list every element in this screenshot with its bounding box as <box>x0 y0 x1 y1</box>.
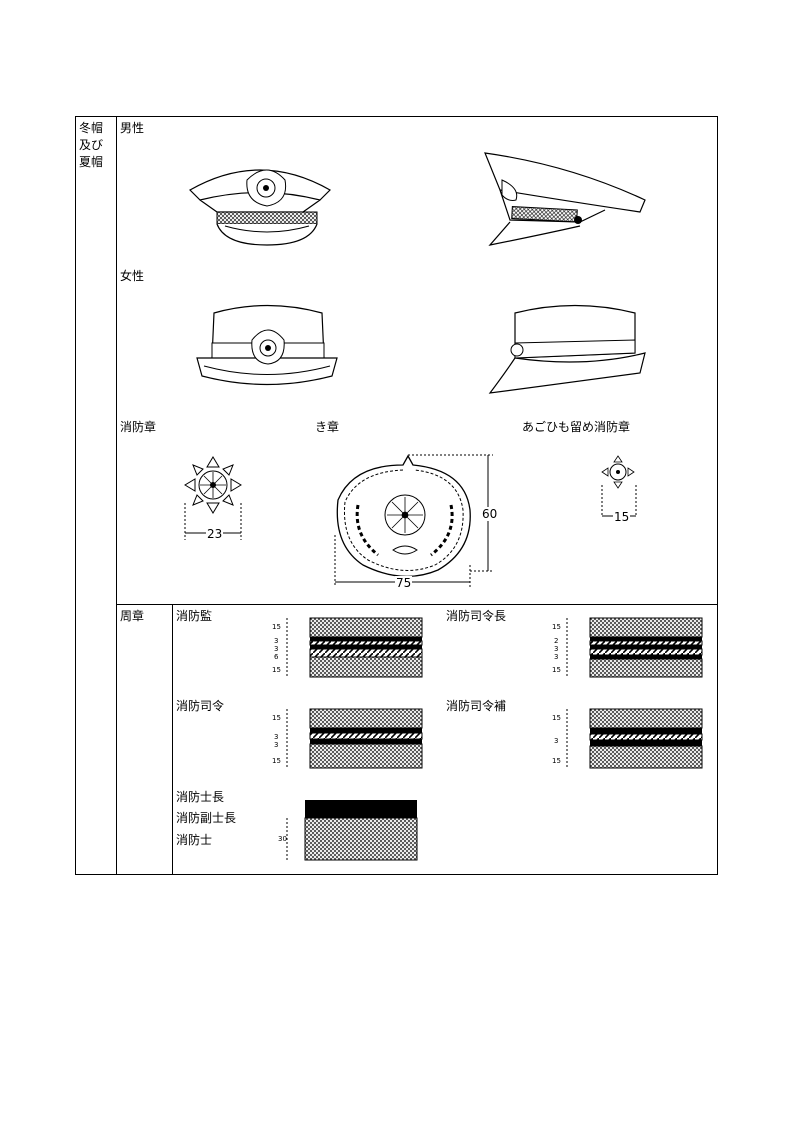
male-cap-side-illustration <box>484 152 646 246</box>
band-shirei-dim-1: 15 <box>272 714 281 722</box>
band-label: 周章 <box>120 609 145 623</box>
shoubousho-width-label: 23 <box>206 527 224 541</box>
female-hat-side-illustration <box>488 304 646 394</box>
band-kantoku-dim-2: 3 <box>274 637 279 645</box>
agohi-width-label: 15 <box>613 510 631 524</box>
rank-label-shichou: 消防士長 <box>176 790 225 804</box>
male-label: 男性 <box>120 121 145 135</box>
female-label: 女性 <box>120 269 145 283</box>
band-shireiho-dim-2: 3 <box>554 737 559 745</box>
kishou-label: き章 <box>315 420 340 434</box>
band-lower-ranks-illustration <box>286 800 418 861</box>
band-shireichou-dim-3: 3 <box>554 645 559 653</box>
kishou-illustration <box>334 454 493 587</box>
band-kantoku-dim-5: 15 <box>272 666 281 674</box>
band-shireichou-illustration <box>566 617 703 678</box>
column-divider <box>116 116 117 875</box>
band-kantoku-dim-3: 3 <box>274 645 279 653</box>
band-kantoku-dim-4: 6 <box>274 653 279 661</box>
rank-label-fukushichou: 消防副士長 <box>176 811 237 825</box>
rank-label-shireichou: 消防司令長 <box>446 609 507 623</box>
uniform-table <box>75 116 718 875</box>
band-kantoku-dim-1: 15 <box>272 623 281 631</box>
band-kantoku-illustration <box>286 617 423 678</box>
band-shireiho-dim-3: 15 <box>552 757 561 765</box>
female-hat-front-illustration <box>196 304 338 386</box>
band-shireichou-dim-2: 2 <box>554 637 559 645</box>
rank-label-shirei: 消防司令 <box>176 699 225 713</box>
band-shirei-dim-2: 3 <box>274 733 279 741</box>
row-header-line3: 夏帽 <box>79 155 104 169</box>
kishou-width-label: 75 <box>395 576 413 590</box>
rank-label-shi: 消防士 <box>176 833 213 847</box>
band-shirei-dim-3: 3 <box>274 741 279 749</box>
row-divider <box>116 604 718 605</box>
agohi-badge-illustration <box>601 455 637 517</box>
band-shireichou-dim-4: 3 <box>554 653 559 661</box>
band-shireiho-illustration <box>566 708 703 769</box>
shoubousho-label: 消防章 <box>120 420 157 434</box>
shoubousho-illustration <box>184 456 242 540</box>
band-lower-dim: 30 <box>278 835 287 843</box>
rank-label-kantoku: 消防監 <box>176 609 213 623</box>
agohi-label: あごひも留め消防章 <box>522 420 631 434</box>
band-shireichou-dim-1: 15 <box>552 623 561 631</box>
kishou-height-label: 60 <box>482 507 498 521</box>
row-header-line1: 冬帽 <box>79 121 104 135</box>
male-cap-front-illustration <box>189 169 331 246</box>
band-shireichou-dim-5: 15 <box>552 666 561 674</box>
rank-label-shireiho: 消防司令補 <box>446 699 507 713</box>
band-shirei-dim-4: 15 <box>272 757 281 765</box>
band-shirei-illustration <box>286 708 423 769</box>
row-header-line2: 及び <box>79 138 104 152</box>
band-shireiho-dim-1: 15 <box>552 714 561 722</box>
band-column-divider <box>172 604 173 875</box>
